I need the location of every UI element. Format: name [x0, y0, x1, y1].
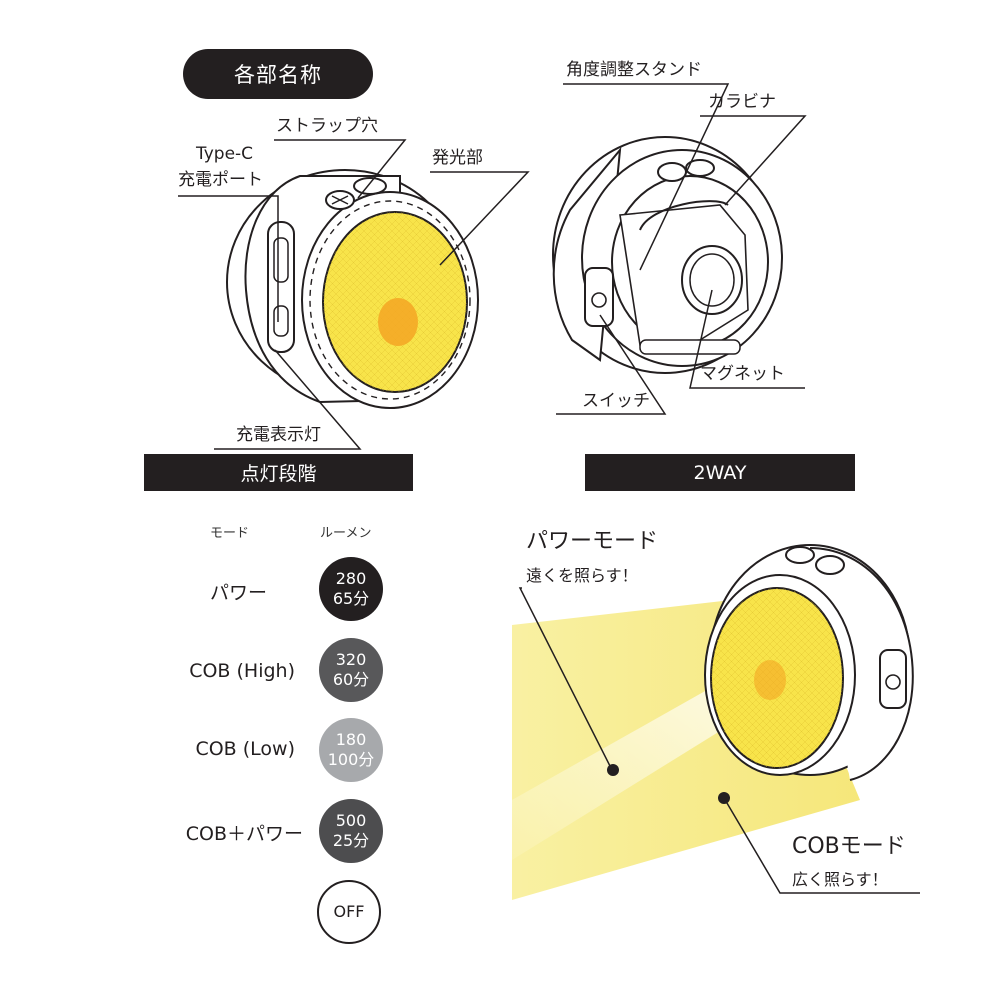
label-light-part: 発光部	[432, 148, 483, 168]
back-device	[552, 136, 783, 374]
lumen-badge-cob-high: 320 60分	[319, 638, 383, 702]
cob-mode-title: COBモード	[792, 834, 906, 859]
runtime-value: 25分	[332, 831, 370, 850]
label-angle-stand: 角度調整スタンド	[566, 60, 702, 80]
power-dot	[607, 764, 619, 776]
label-magnet: マグネット	[700, 364, 785, 384]
lumen-badge-cob-low: 180 100分	[319, 718, 383, 782]
section-bar-2way: 2WAY	[585, 454, 855, 491]
power-mode-sub: 遠くを照らす！	[526, 566, 638, 585]
mode-label-power: パワー	[209, 582, 267, 604]
runtime-value: 60分	[332, 670, 370, 689]
lumen-value: 280	[335, 569, 367, 588]
cob-mode-sub: 広く照らす！	[792, 870, 888, 889]
runtime-value: 65分	[332, 589, 370, 608]
power-mode-title: パワーモード	[526, 529, 659, 554]
lumen-value: 180	[335, 730, 367, 749]
label-switch: スイッチ	[582, 391, 650, 411]
mode-label-cob-low: COB (Low)	[195, 738, 295, 760]
label-charge-indicator: 充電表示灯	[236, 425, 321, 445]
label-carabiner: カラビナ	[708, 92, 776, 112]
runtime-value: 100分	[327, 750, 375, 769]
cob-dot	[718, 792, 730, 804]
two-way-illustration	[512, 544, 914, 900]
table-header-lumen: ルーメン	[320, 526, 372, 541]
lumen-value: 500	[335, 811, 367, 830]
lumen-badge-power: 280 65分	[319, 557, 383, 621]
off-badge: OFF	[317, 880, 381, 944]
leader-lines	[178, 83, 920, 894]
section-title-parts: 各部名称	[183, 49, 373, 99]
section-bar-lighting: 点灯段階	[144, 454, 413, 491]
mode-label-cob-high: COB (High)	[189, 660, 295, 682]
label-typec-1: Type-C	[196, 144, 254, 164]
lumen-badge-cob-power: 500 25分	[319, 799, 383, 863]
table-header-mode: モード	[210, 526, 250, 541]
mode-label-cob-power: COB＋パワー	[185, 823, 303, 845]
label-strap-hole: ストラップ穴	[276, 116, 378, 136]
off-label: OFF	[333, 902, 365, 921]
front-device	[226, 169, 479, 409]
label-typec-2: 充電ポート	[178, 170, 263, 190]
lumen-value: 320	[335, 650, 367, 669]
